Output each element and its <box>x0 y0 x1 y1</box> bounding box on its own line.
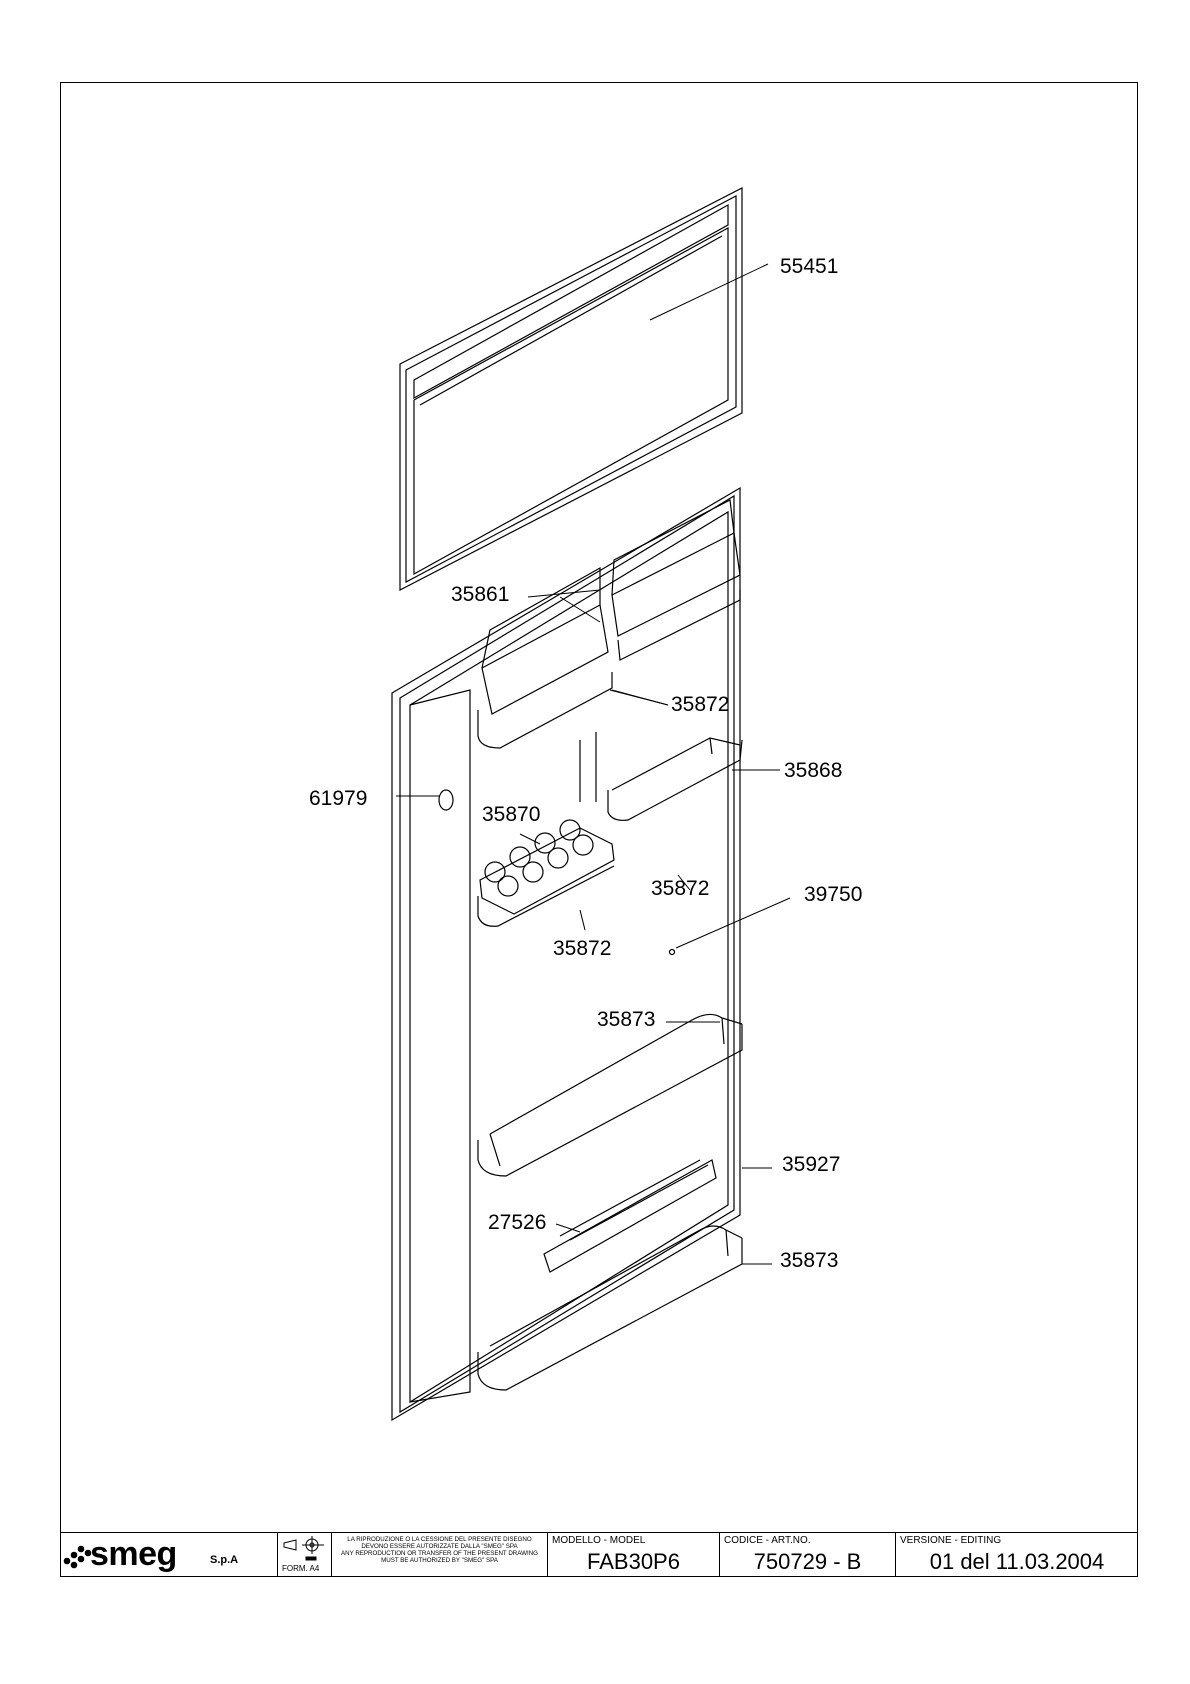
bottle-grid <box>543 1159 717 1273</box>
notice-italian: LA RIPRODUZIONE O LA CESSIONE DEL PRESEN… <box>347 1536 532 1550</box>
part-label-35873-lower: 35873 <box>780 1249 839 1272</box>
top-box-left <box>477 566 613 749</box>
model-value: FAB30P6 <box>587 1549 680 1574</box>
projection-symbol-icon <box>283 1536 324 1561</box>
part-label-35872-top: 35872 <box>671 693 730 716</box>
part-label-61979: 61979 <box>309 787 368 810</box>
part-label-35870: 35870 <box>482 803 541 826</box>
version-cell: VERSIONE - EDITING 01 del 11.03.2004 <box>896 1533 1138 1577</box>
door-rail <box>579 732 597 802</box>
brand-logo: smeg <box>90 1535 177 1573</box>
notice-english: ANY REPRODUCTION OR TRANSFER OF THE PRES… <box>341 1550 538 1564</box>
title-block: smeg S.p.A FORM. A4 LA RIPRODUZIONE O LA… <box>60 1532 1138 1577</box>
notice-cell: LA RIPRODUZIONE O LA CESSIONE DEL PRESEN… <box>332 1533 548 1577</box>
top-box-right <box>611 499 741 661</box>
part-label-39750: 39750 <box>804 883 863 906</box>
fridge-door-panel <box>391 486 741 1422</box>
part-label-35872-bottom: 35872 <box>553 937 612 960</box>
model-caption: MODELLO - MODEL <box>552 1535 646 1546</box>
version-caption: VERSIONE - EDITING <box>900 1535 1002 1546</box>
part-label-35873-upper: 35873 <box>597 1008 656 1031</box>
freezer-door-panel <box>399 187 743 591</box>
part-label-35861: 35861 <box>451 583 510 606</box>
bottle-shelf-upper <box>477 1013 743 1177</box>
smeg-dots-logo-icon <box>63 1545 92 1569</box>
form-size: FORM. A4 <box>282 1564 320 1573</box>
part-label-35872-middle: 35872 <box>651 877 710 900</box>
code-value: 750729 - B <box>753 1549 862 1574</box>
code-cell: CODICE - ART.NO. 750729 - B <box>720 1533 896 1577</box>
bottle-shelf-lower <box>477 1225 743 1391</box>
part-label-55451: 55451 <box>780 255 839 278</box>
code-caption: CODICE - ART.NO. <box>724 1535 811 1546</box>
projection-cell: FORM. A4 <box>278 1533 332 1577</box>
egg-tray <box>477 819 615 927</box>
part-label-27526: 27526 <box>488 1211 547 1234</box>
version-value: 01 del 11.03.2004 <box>929 1549 1105 1574</box>
leader-lines <box>396 263 791 1265</box>
brand-cell: smeg S.p.A <box>60 1533 278 1577</box>
screw-part <box>668 948 676 956</box>
part-label-35927: 35927 <box>782 1153 841 1176</box>
drawing-sheet <box>60 82 1138 1577</box>
brand-suffix: S.p.A <box>210 1554 239 1566</box>
shelf-right-upper <box>607 737 743 821</box>
model-cell: MODELLO - MODEL FAB30P6 <box>548 1533 720 1577</box>
part-label-35868: 35868 <box>784 759 843 782</box>
